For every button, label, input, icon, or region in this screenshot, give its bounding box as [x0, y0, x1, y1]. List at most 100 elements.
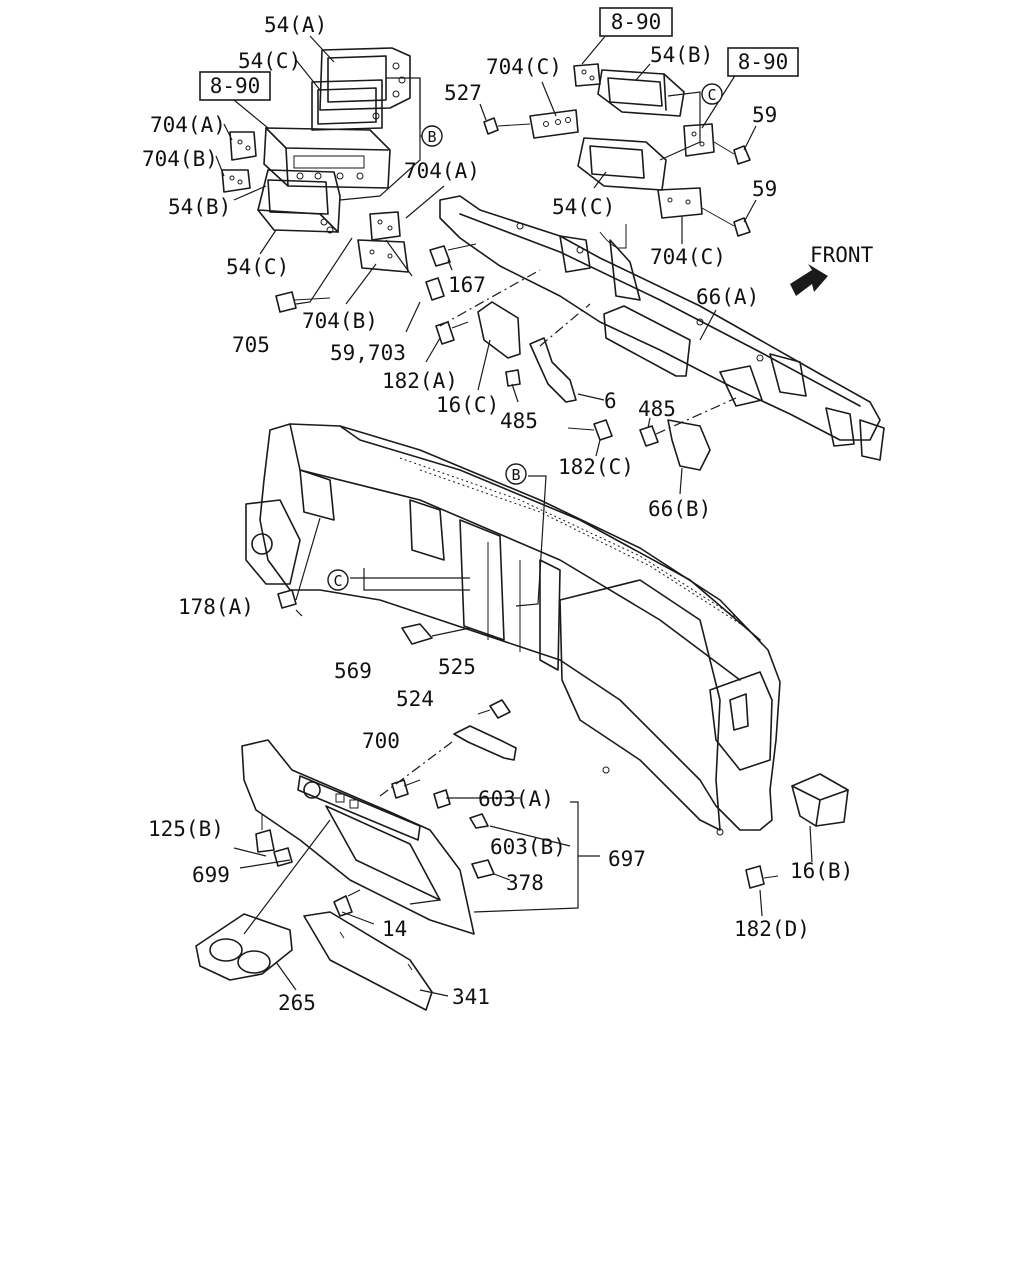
bolt-167 [429, 243, 477, 267]
label-699: 699 [192, 863, 230, 887]
leader-c-panel [350, 568, 470, 591]
label-704b-left: 704(B) [142, 147, 218, 171]
ref-c-top-text: C [707, 86, 716, 104]
clip-485-left [505, 369, 521, 387]
ref-circle-b-top: B [421, 125, 443, 147]
label-125b: 125(B) [148, 817, 224, 841]
label-704c-right: 704(C) [650, 245, 726, 269]
label-704a-left: 704(A) [150, 113, 226, 137]
bracket-704a-mid [369, 211, 401, 241]
label-59-703: 59,703 [330, 341, 406, 365]
bracket-704b-left [221, 169, 251, 193]
label-54a-top: 54(A) [264, 13, 327, 37]
bracket-704c-right [657, 187, 703, 219]
leaders-lower [233, 741, 813, 997]
radio-unit [263, 127, 391, 189]
leaders-upper [215, 27, 757, 495]
label-182c: 182(C) [558, 455, 634, 479]
glovebox-lid-341 [303, 911, 433, 1011]
label-54c-left: 54(C) [226, 255, 289, 279]
label-485-left: 485 [500, 409, 538, 433]
label-603b: 603(B) [490, 835, 566, 859]
label-6: 6 [604, 389, 617, 413]
label-54c-right: 54(C) [552, 195, 615, 219]
label-705: 705 [232, 333, 270, 357]
ref-b-top-text: B [427, 128, 436, 146]
instrument-panel [245, 423, 781, 836]
pocket-54b-right [597, 69, 685, 117]
ref-890-top-text: 8-90 [611, 10, 662, 34]
cover-524 [453, 725, 517, 761]
bolt-182c [567, 419, 613, 441]
leader-c-group-top [659, 91, 701, 161]
bracket-704a-left [229, 131, 257, 161]
screw-527 [483, 117, 531, 135]
label-524: 524 [396, 687, 434, 711]
pad-378 [471, 859, 495, 879]
cupholder-265 [195, 913, 293, 981]
bolt-182d [745, 865, 779, 889]
label-704b-mid: 704(B) [302, 309, 378, 333]
screw-525 [477, 699, 511, 719]
bracket-16c [477, 301, 521, 359]
label-182d: 182(D) [734, 917, 810, 941]
label-front: FRONT [810, 243, 874, 267]
front-arrow [790, 264, 828, 296]
label-704a-mid: 704(A) [404, 159, 480, 183]
ref-890-left-text: 8-90 [210, 74, 261, 98]
label-178a: 178(A) [178, 595, 254, 619]
leaders-beam-right [539, 303, 737, 435]
label-485-right: 485 [638, 397, 676, 421]
leader-b-panel [515, 475, 547, 607]
callout-labels: 54(A) 54(C) 704(A) 704(B) 54(B) 54(C) 70… [142, 13, 874, 1015]
clip-178a [277, 517, 321, 617]
harness-bracket-6 [529, 337, 577, 403]
label-697: 697 [608, 847, 646, 871]
label-54b-left: 54(B) [168, 195, 231, 219]
bracket-54a-top [311, 47, 411, 131]
clip-603b [469, 813, 489, 829]
screw-700 [391, 779, 421, 799]
ref-b-panel-text: B [511, 466, 520, 484]
label-16b: 16(B) [790, 859, 853, 883]
ref-circle-b-panel: B [505, 463, 527, 485]
label-16c: 16(C) [436, 393, 499, 417]
label-525: 525 [438, 655, 476, 679]
screw-59-b [701, 207, 751, 237]
label-66b: 66(B) [648, 497, 711, 521]
label-54c-top: 54(C) [238, 49, 301, 73]
screw-14 [333, 889, 361, 917]
bracket-704b-mid [357, 239, 409, 273]
cross-beam-66a [439, 195, 885, 461]
clip-603a [433, 789, 451, 809]
label-54b-right: 54(B) [650, 43, 713, 67]
clip-569 [401, 623, 471, 645]
leaders-mid-left [295, 237, 541, 327]
ref-box-890-right: 8-90 [727, 47, 799, 77]
pocket-54c-right [577, 137, 667, 191]
bracket-704c-top [529, 109, 579, 139]
label-167: 167 [448, 273, 486, 297]
bracket-66b [667, 419, 711, 471]
label-14: 14 [382, 917, 407, 941]
nut-485-right [639, 425, 659, 447]
label-603a: 603(A) [478, 787, 554, 811]
ref-circle-c-top: C [701, 83, 723, 105]
label-59-b: 59 [752, 177, 777, 201]
ref-box-890-left: 8-90 [199, 71, 271, 101]
screw-59-703 [425, 277, 445, 301]
label-182a: 182(A) [382, 369, 458, 393]
bracket-16b [791, 773, 849, 827]
ref-890-right-text: 8-90 [738, 50, 789, 74]
ref-c-panel-text: C [333, 572, 342, 590]
fastener-125b [255, 814, 275, 853]
label-704c-top: 704(C) [486, 55, 562, 79]
bracket-890-right-part [683, 123, 715, 157]
label-66a: 66(A) [696, 285, 759, 309]
lower-cover-697 [241, 739, 475, 935]
label-527: 527 [444, 81, 482, 105]
fastener-699 [273, 847, 293, 867]
ref-box-890-top: 8-90 [599, 7, 673, 37]
label-700: 700 [362, 729, 400, 753]
